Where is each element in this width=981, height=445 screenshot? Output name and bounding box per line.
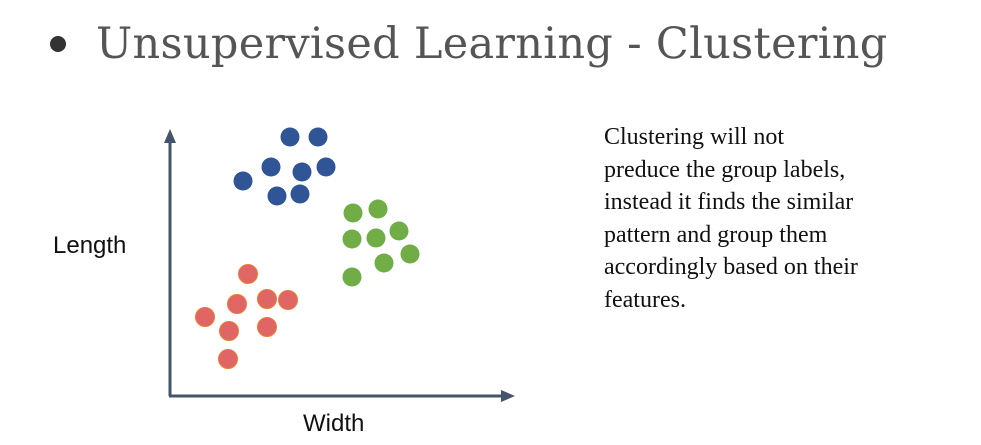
- blue-point: [292, 162, 312, 182]
- x-axis-label: Width: [303, 410, 364, 437]
- blue-point: [261, 157, 281, 177]
- bullet-icon: [50, 36, 66, 52]
- description-line: pattern and group them: [604, 221, 828, 248]
- green-point: [400, 244, 420, 264]
- red-point: [195, 307, 215, 327]
- y-axis-label: Length: [53, 232, 126, 259]
- blue-point: [316, 157, 336, 177]
- title-row: Unsupervised Learning - Clustering: [50, 14, 888, 74]
- red-point: [278, 290, 298, 310]
- slide-title: Unsupervised Learning - Clustering: [96, 19, 888, 69]
- red-cluster: [195, 264, 298, 369]
- red-point: [219, 321, 239, 341]
- red-point: [227, 294, 247, 314]
- green-point: [368, 199, 388, 219]
- blue-point: [290, 184, 310, 204]
- blue-point: [233, 171, 253, 191]
- description-line: features.: [604, 286, 686, 313]
- x-axis-arrow-icon: [501, 390, 515, 402]
- description-text: Clustering will not preduce the group la…: [604, 121, 954, 316]
- green-point: [342, 229, 362, 249]
- red-point: [238, 264, 258, 284]
- red-point: [257, 289, 277, 309]
- green-point: [343, 203, 363, 223]
- blue-cluster: [233, 127, 336, 206]
- y-axis-arrow-icon: [164, 129, 176, 143]
- green-point: [389, 221, 409, 241]
- clustering-diagram: Length Width: [53, 127, 515, 437]
- description-line: accordingly based on their: [604, 254, 858, 280]
- green-point: [374, 253, 394, 273]
- green-cluster: [342, 199, 420, 287]
- description-line: instead it finds the similar: [604, 189, 854, 215]
- red-point: [257, 317, 277, 337]
- blue-point: [308, 127, 328, 147]
- blue-point: [267, 186, 287, 206]
- description-line: preduce the group labels,: [604, 156, 846, 183]
- description-line: Clustering will not: [604, 124, 784, 150]
- green-point: [342, 267, 362, 287]
- green-point: [366, 228, 386, 248]
- red-point: [218, 349, 238, 369]
- blue-point: [280, 127, 300, 147]
